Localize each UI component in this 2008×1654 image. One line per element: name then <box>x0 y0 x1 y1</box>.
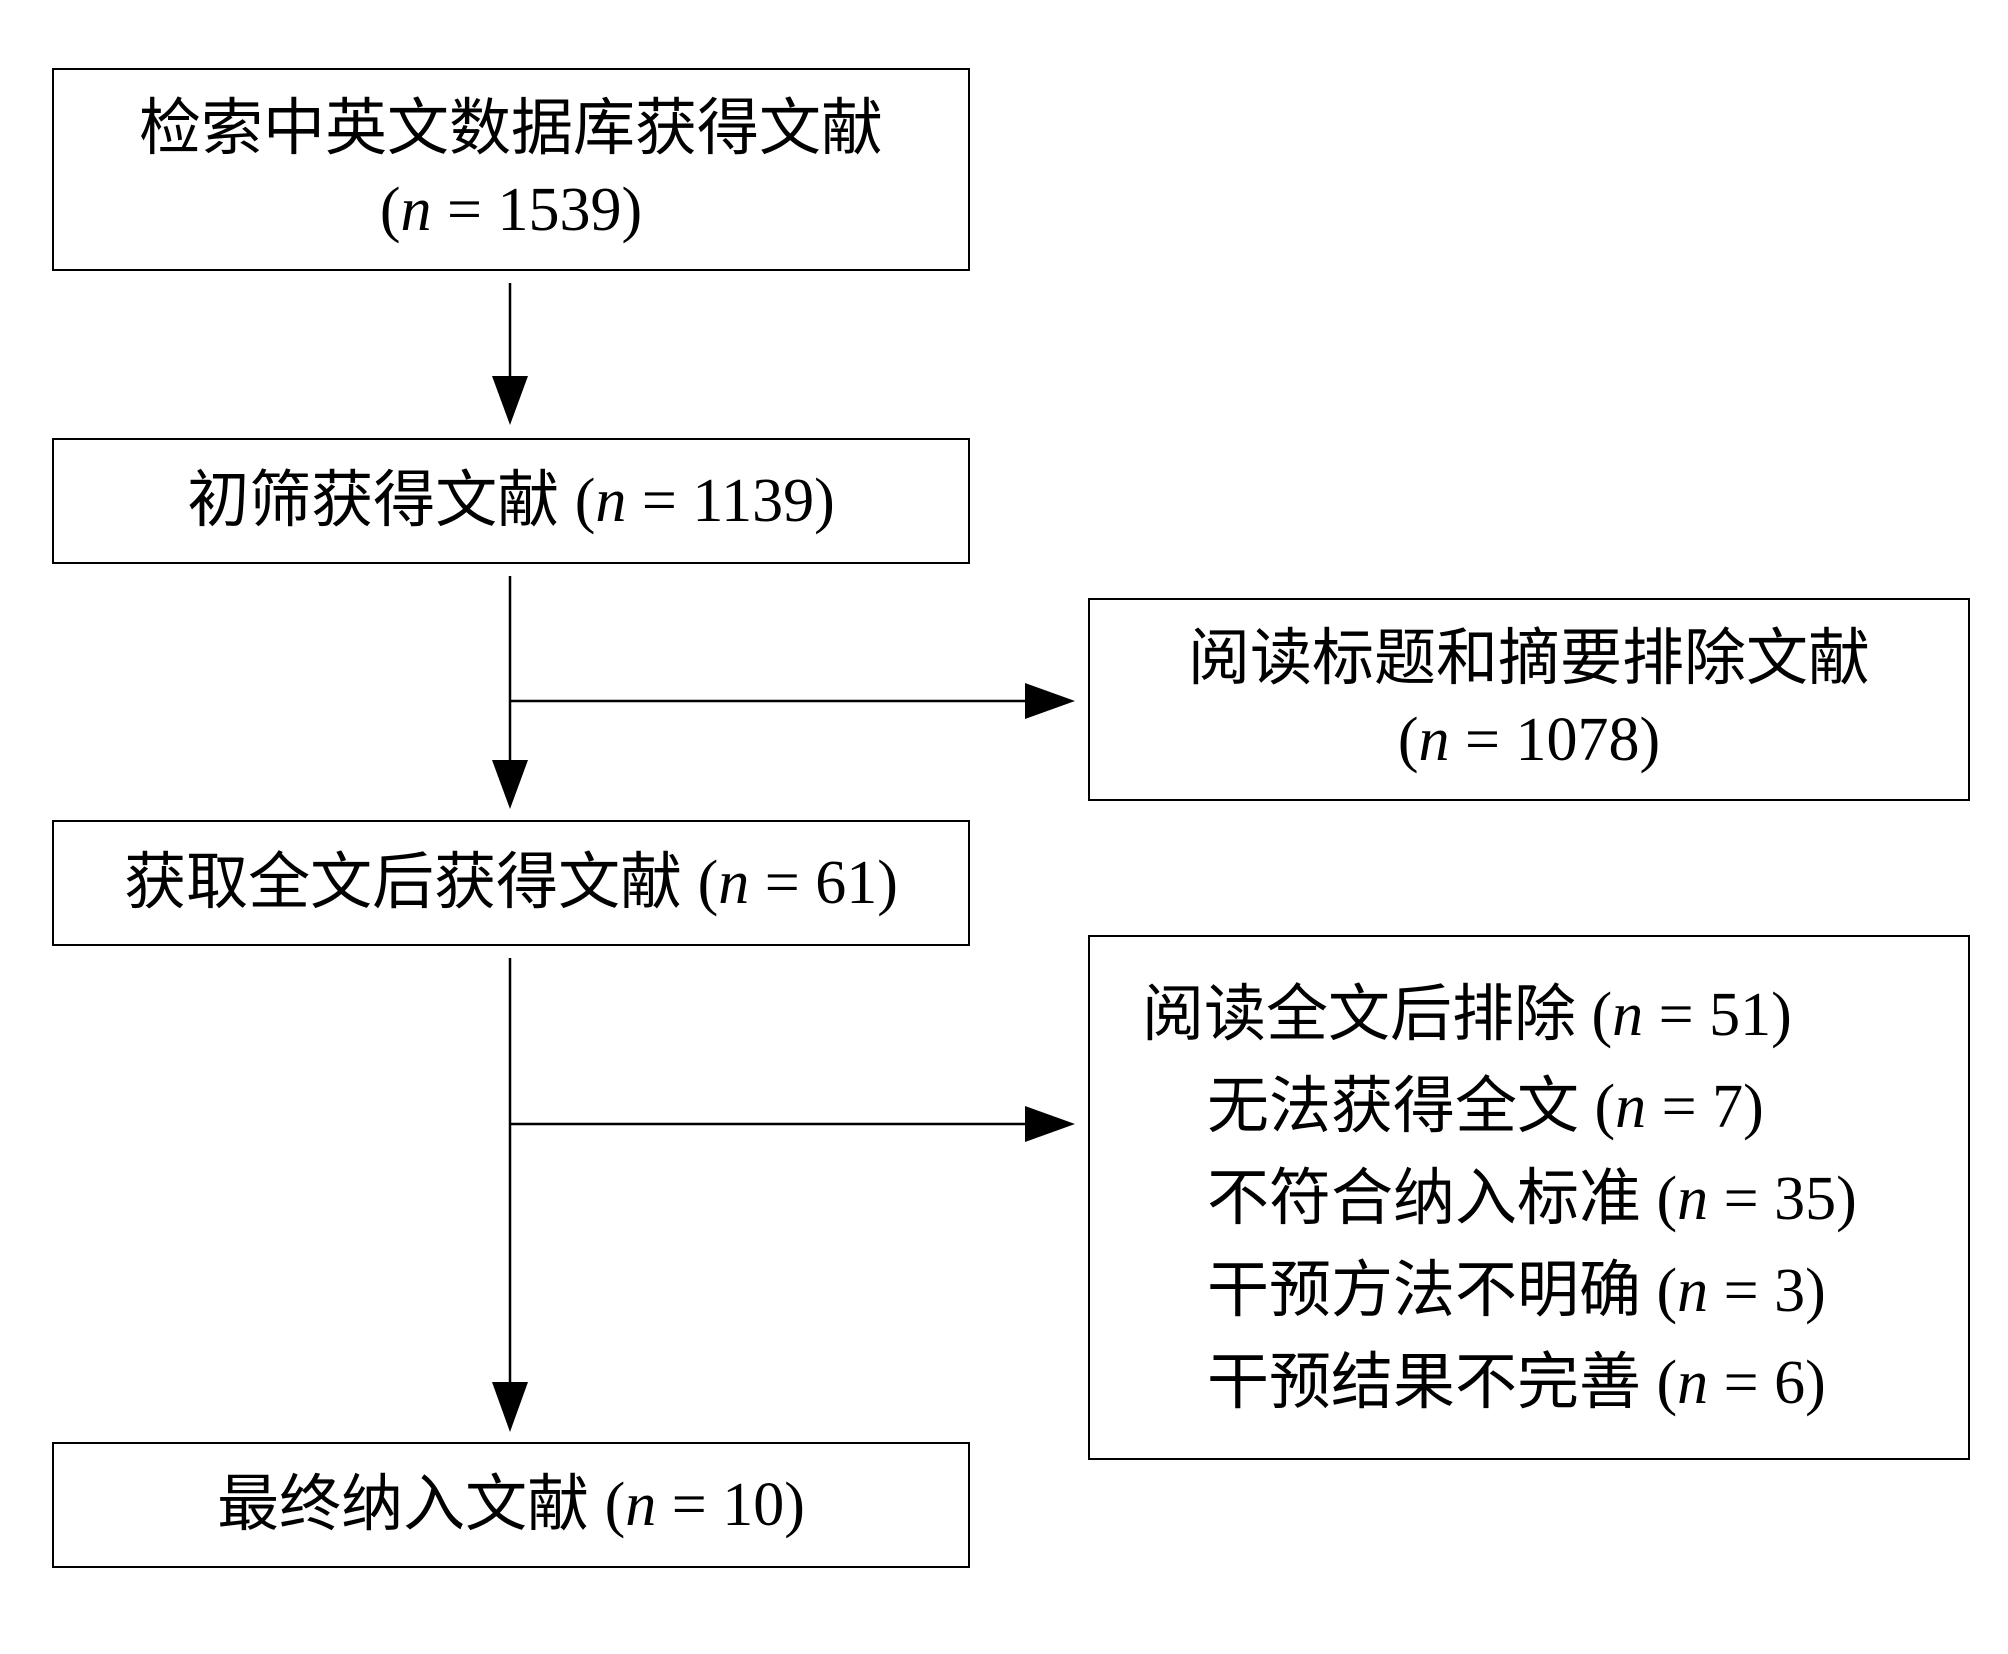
search-records-box: 检索中英文数据库获得文献 (n = 1539) <box>52 68 970 271</box>
arrowhead-down-1 <box>492 376 528 425</box>
exclusion-reason: 不符合纳入标准 (n = 35) <box>1207 1165 1857 1233</box>
exclusion-reason: 干预结果不完善 (n = 6) <box>1207 1349 1826 1417</box>
search-records-count: (n = 1539) <box>379 175 643 244</box>
fulltext-exclusion-box: 阅读全文后排除 (n = 51) 无法获得全文 (n = 7) 不符合纳入标准 … <box>1088 935 1970 1460</box>
fulltext-retrieved-box: 获取全文后获得文献 (n = 61) <box>52 820 970 946</box>
final-included-label: 最终纳入文献 (n = 10) <box>217 1470 805 1539</box>
title-abstract-exclusion-box: 阅读标题和摘要排除文献 (n = 1078) <box>1088 598 1970 801</box>
exclusion-reason: 无法获得全文 (n = 7) <box>1207 1073 1764 1141</box>
initial-screen-box: 初筛获得文献 (n = 1139) <box>52 438 970 564</box>
fulltext-exclusion-total: 阅读全文后排除 (n = 51) <box>1142 981 1792 1049</box>
title-abstract-exclusion-title: 阅读标题和摘要排除文献 <box>1187 624 1870 693</box>
arrowhead-right-1 <box>1025 683 1075 719</box>
fulltext-retrieved-label: 获取全文后获得文献 (n = 61) <box>124 848 898 917</box>
title-abstract-exclusion-count: (n = 1078) <box>1397 705 1661 774</box>
arrowhead-right-2 <box>1025 1106 1075 1142</box>
final-included-box: 最终纳入文献 (n = 10) <box>52 1442 970 1568</box>
arrowhead-down-3 <box>492 1382 528 1432</box>
search-records-title: 检索中英文数据库获得文献 <box>138 94 883 163</box>
initial-screen-label: 初筛获得文献 (n = 1139) <box>187 466 835 535</box>
exclusion-reason: 干预方法不明确 (n = 3) <box>1207 1257 1826 1325</box>
arrowhead-down-2 <box>492 760 528 809</box>
